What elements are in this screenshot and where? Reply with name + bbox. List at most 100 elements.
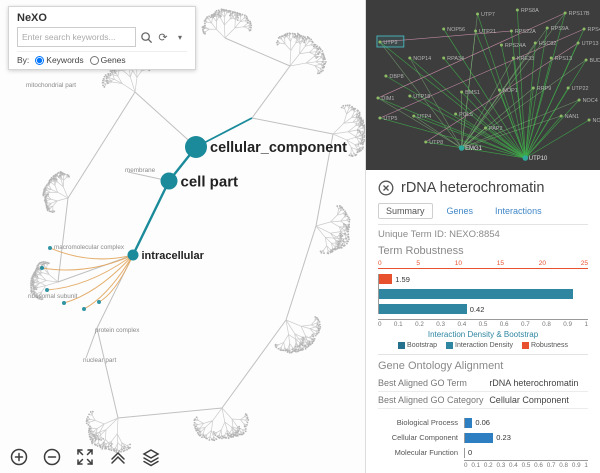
network-node-rps8a[interactable]: RPS8A [515,8,539,14]
network-node-hsc82[interactable]: HSC82 [533,41,557,47]
refresh-icon[interactable]: ⟳ [158,31,168,44]
tree-node-label: cellular_component [210,140,347,156]
divider [378,354,588,355]
fit-view-icon[interactable] [74,446,96,468]
search-input[interactable] [17,27,136,47]
network-node-dbp8[interactable]: DBP8 [384,74,404,80]
network-node-nop14[interactable]: NOP14 [408,56,431,62]
network-node-emg1[interactable]: EMG1 [458,145,483,152]
expand-levels-icon[interactable] [107,446,129,468]
network-node-utp9[interactable]: UTP9 [376,35,405,48]
genes-radio[interactable] [89,55,99,65]
bar-row-bootstrap [379,289,588,299]
svg-text:UTP13: UTP13 [582,41,599,47]
svg-text:UTP9: UTP9 [383,40,397,46]
term-robustness-heading: Term Robustness [378,245,464,257]
network-node-rps22a[interactable]: RPS22A [509,29,536,35]
tree-node-label: intracellular [142,250,205,262]
network-node-rps9a[interactable]: RPS9A [545,26,569,32]
svg-text:RPS8A: RPS8A [521,8,539,14]
network-node-utp18[interactable]: UTP18 [408,94,430,100]
tab-summary[interactable]: Summary [378,203,433,219]
bottom-axis-label: Interaction Density & Bootstrap [427,330,539,339]
svg-text:UTP4: UTP4 [417,114,431,120]
network-node-utp5[interactable]: UTP5 [378,116,397,122]
interaction-network-pane[interactable]: UTP7 RPS8A RPS17B NOP56 UTP21 RPS22A RPS9A RPS4… [366,0,600,170]
network-node-rps4a[interactable]: RPS4A [582,27,600,33]
svg-text:NAN1: NAN1 [565,114,580,120]
search-by-keywords[interactable]: Keywords [35,55,84,65]
network-node-nop1[interactable]: NOP1 [497,88,518,94]
network-node-rpa34[interactable]: RPA34 [442,56,464,62]
svg-text:UTP7: UTP7 [481,12,495,18]
network-node-nop56[interactable]: NOP56 [442,27,465,33]
svg-text:RPS17B: RPS17B [569,11,590,17]
tree-node-cellular-component[interactable] [185,136,207,158]
network-node-nan1[interactable]: NAN1 [559,114,580,120]
tree-node-intracellular[interactable] [127,249,139,261]
term-title: rDNA heterochromatin [401,180,545,196]
tree-term-label: protein complex [95,327,140,334]
app-title: NeXO [17,12,47,24]
tab-interactions[interactable]: Interactions [495,206,542,216]
svg-text:BMS1: BMS1 [465,90,480,96]
network-node-dim1[interactable]: DIM1 [376,96,394,102]
network-node-noc4[interactable]: NOC4 [577,98,598,104]
network-node-utp10[interactable]: UTP10 [522,155,548,162]
network-node-utp22[interactable]: UTP22 [566,86,589,92]
layers-icon[interactable] [140,446,162,468]
tree-leaves [29,8,365,454]
network-node-rps17b[interactable]: RPS17B [563,11,590,17]
search-by-genes[interactable]: Genes [89,55,126,65]
svg-text:RPS9A: RPS9A [551,26,569,32]
svg-text:UTP22: UTP22 [572,86,589,92]
svg-text:NOP56: NOP56 [447,27,465,33]
network-node-rps13[interactable]: RPS13 [549,56,572,62]
zoom-out-icon[interactable] [41,446,63,468]
tree-node-cell-part[interactable] [160,172,178,190]
network-node-rrp9[interactable]: RRP9 [531,86,552,92]
network-node-utp21[interactable]: UTP21 [474,29,496,35]
svg-text:UTP8: UTP8 [429,140,443,146]
network-node-kre33[interactable]: KRE33 [511,56,534,62]
unique-term-id: Unique Term ID: NEXO:8854 [378,229,500,240]
association-edges [40,246,134,311]
network-node-rps24a[interactable]: RPS24A [499,43,526,49]
close-icon[interactable] [378,180,394,196]
keywords-radio[interactable] [35,55,45,65]
svg-text:UTP10: UTP10 [529,156,548,162]
svg-text:POL5: POL5 [459,112,473,118]
svg-text:NOP14: NOP14 [413,56,431,62]
network-node-utp7[interactable]: UTP7 [476,12,495,18]
svg-text:RRP9: RRP9 [537,86,552,92]
network-node-utp13[interactable]: UTP13 [576,41,599,47]
tree-term-label: nuclear part [83,357,117,364]
term-detail-panel: rDNA heterochromatin Summary Genes Inter… [366,170,600,473]
network-node-utp4[interactable]: UTP4 [412,114,431,120]
svg-text:UTP21: UTP21 [479,29,496,35]
tab-genes[interactable]: Genes [446,206,474,216]
network-edges [377,9,590,159]
network-node-pap2[interactable]: PAP2 [483,126,503,132]
interaction-network-canvas[interactable]: UTP7 RPS8A RPS17B NOP56 UTP21 RPS22A RPS9A RPS4… [366,0,600,170]
tree-spine [57,37,334,419]
table-row: Best Aligned GO Term rDNA heterochromati… [378,375,588,392]
search-icon[interactable] [139,30,153,44]
network-node-nop6[interactable]: NOP6 [587,118,600,124]
svg-text:DIM1: DIM1 [381,96,394,102]
svg-text:RPS22A: RPS22A [515,29,536,35]
network-node-utp8[interactable]: UTP8 [424,140,443,146]
zoom-in-icon[interactable] [8,446,30,468]
tree-toolbar [8,446,162,468]
go-alignment-heading: Gene Ontology Alignment [378,360,504,372]
network-node-bud21[interactable]: BUD21 [584,58,600,64]
chevron-down-icon[interactable]: ▾ [177,32,182,42]
network-node-bms1[interactable]: BMS1 [460,90,480,96]
network-node-pol5[interactable]: POL5 [454,112,473,118]
